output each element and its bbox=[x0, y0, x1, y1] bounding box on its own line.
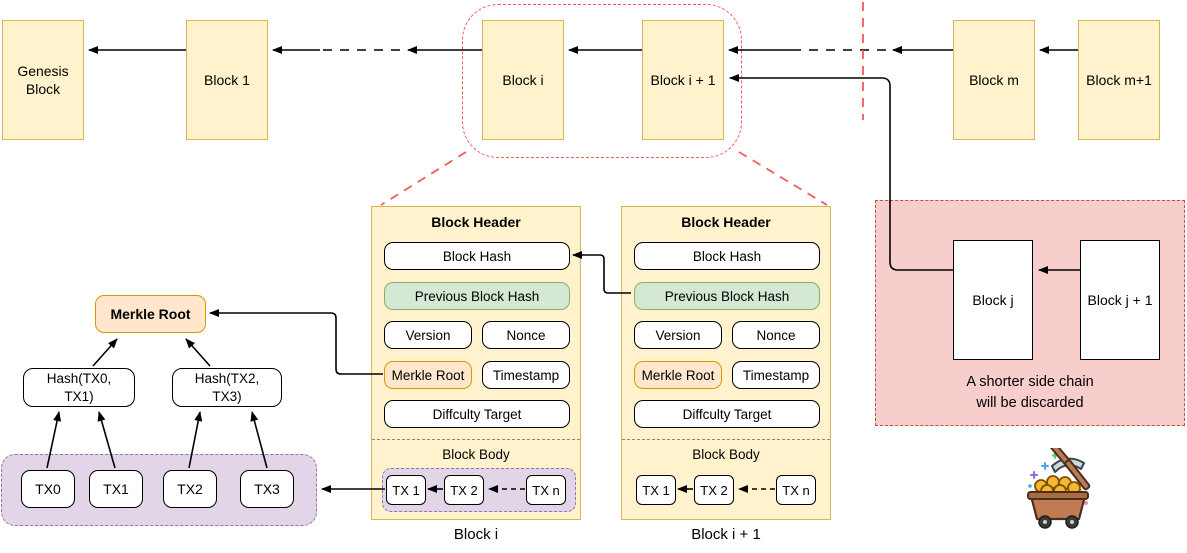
block-body-label: Block Body bbox=[692, 447, 760, 462]
tx-2-box: TX 2 bbox=[694, 475, 734, 505]
tx0-box: TX0 bbox=[21, 470, 75, 508]
chain-block-genesis: Genesis Block bbox=[2, 20, 84, 140]
chain-block-i: Block i bbox=[482, 20, 564, 140]
header-body-divider bbox=[372, 439, 580, 440]
side-chain-note: A shorter side chain will be discarded bbox=[875, 372, 1185, 414]
tx-2-box: TX 2 bbox=[444, 475, 484, 505]
hash-tx0-tx1-node: Hash(TX0, TX1) bbox=[23, 368, 135, 407]
tx3-box: TX3 bbox=[240, 470, 294, 508]
callout-line-right bbox=[738, 151, 828, 206]
side-chain-block-j: Block j bbox=[953, 240, 1033, 360]
chain-block-i-plus-1: Block i + 1 bbox=[642, 20, 724, 140]
pickaxe-icon bbox=[1045, 448, 1091, 491]
arrow-hash01-to-root bbox=[92, 338, 118, 367]
block-hash-field: Block Hash bbox=[384, 242, 570, 270]
tx-1-box: TX 1 bbox=[386, 475, 426, 505]
side-chain-note-line1: A shorter side chain bbox=[966, 374, 1094, 390]
arrow-merklefield-to-merkleroot bbox=[209, 309, 383, 375]
header-body-divider bbox=[622, 439, 830, 440]
mining-cart-icon bbox=[1027, 448, 1091, 529]
merkle-root-field: Merkle Root bbox=[634, 361, 722, 389]
chain-block-m: Block m bbox=[953, 20, 1035, 140]
block-header-title: Block Header bbox=[681, 214, 771, 230]
side-chain-note-line2: will be discarded bbox=[976, 395, 1084, 412]
tx1-box: TX1 bbox=[89, 470, 143, 508]
tx-1-box: TX 1 bbox=[636, 475, 676, 505]
cart-wheels-icon bbox=[1038, 515, 1079, 529]
version-field: Version bbox=[384, 321, 472, 349]
previous-block-hash-field: Previous Block Hash bbox=[634, 282, 820, 310]
nonce-field: Nonce bbox=[732, 321, 820, 349]
hash-tx2-tx3-node: Hash(TX2, TX3) bbox=[172, 368, 282, 407]
block-i-plus-1-caption: Block i + 1 bbox=[691, 526, 761, 543]
difficulty-target-field: Diffculty Target bbox=[384, 400, 570, 428]
timestamp-field: Timestamp bbox=[482, 361, 570, 389]
block-i-header-panel: Block Header Block Hash Previous Block H… bbox=[371, 206, 581, 520]
tx2-box: TX2 bbox=[163, 470, 217, 508]
block-header-title: Block Header bbox=[431, 214, 521, 230]
nonce-field: Nonce bbox=[482, 321, 570, 349]
arrow-hash23-to-root bbox=[185, 338, 211, 367]
chain-block-m-plus-1: Block m+1 bbox=[1078, 20, 1160, 140]
timestamp-field: Timestamp bbox=[732, 361, 820, 389]
merkle-root-field: Merkle Root bbox=[384, 361, 472, 389]
cart-body-icon bbox=[1027, 491, 1089, 521]
block-body-label: Block Body bbox=[442, 447, 510, 462]
previous-block-hash-field: Previous Block Hash bbox=[384, 282, 570, 310]
block-i-caption: Block i bbox=[453, 526, 499, 543]
side-chain-block-j-plus-1: Block j + 1 bbox=[1080, 240, 1160, 360]
version-field: Version bbox=[634, 321, 722, 349]
tx-n-box: TX n bbox=[526, 475, 566, 505]
merkle-root-node: Merkle Root bbox=[95, 295, 206, 333]
block-i-plus-1-header-panel: Block Header Block Hash Previous Block H… bbox=[621, 206, 831, 520]
callout-line-left bbox=[380, 151, 467, 206]
chain-block-1: Block 1 bbox=[186, 20, 268, 140]
tx-n-box: TX n bbox=[776, 475, 816, 505]
block-hash-field: Block Hash bbox=[634, 242, 820, 270]
difficulty-target-field: Diffculty Target bbox=[634, 400, 820, 428]
